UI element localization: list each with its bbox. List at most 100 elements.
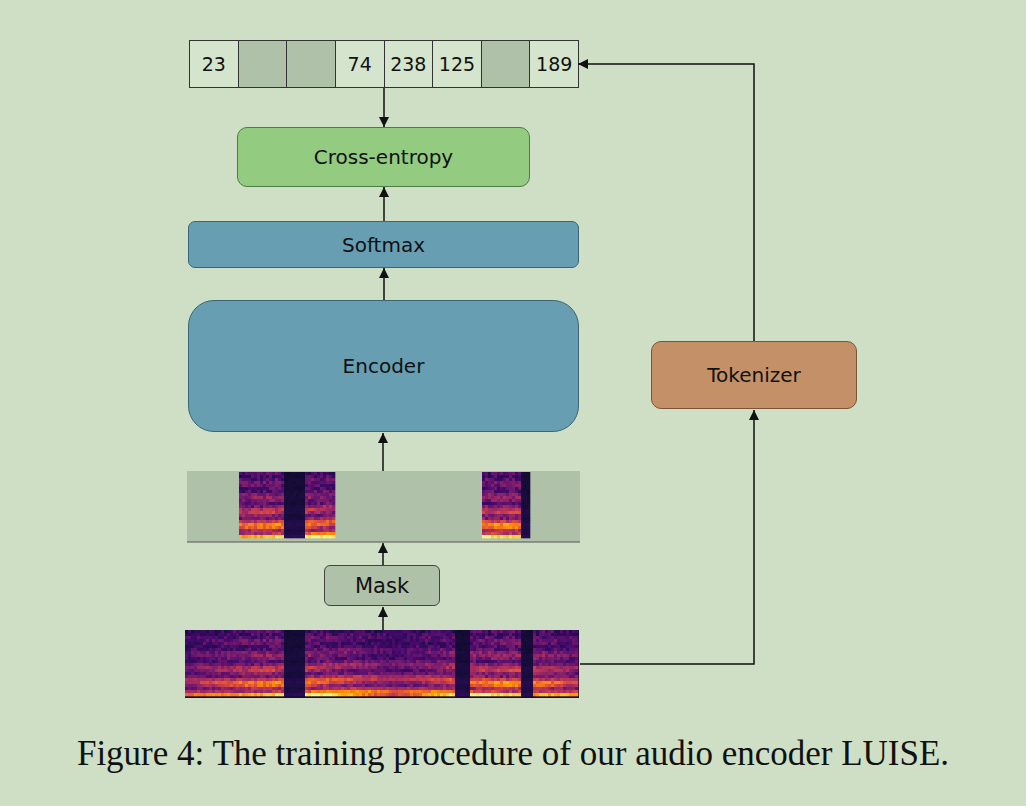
spectrogram-pixel (212, 675, 215, 678)
spectrogram-pixel (365, 651, 368, 654)
spectrogram-pixel (275, 660, 278, 663)
spectrogram-pixel (263, 693, 266, 696)
spectrogram-pixel (278, 636, 281, 639)
spectrogram-pixel (278, 684, 281, 687)
spectrogram-pixel (239, 678, 242, 681)
spectrogram-pixel (446, 675, 449, 678)
spectrogram-pixel (215, 642, 218, 645)
spectrogram-pixel (221, 633, 224, 636)
spectrogram-pixel (206, 672, 209, 675)
spectrogram-pixel (395, 657, 398, 660)
spectrogram-pixel (365, 636, 368, 639)
spectrogram-pixel (374, 693, 377, 696)
spectrogram-pixel (332, 648, 335, 651)
spectrogram-pixel (425, 669, 428, 672)
spectrogram-pixel (200, 630, 203, 633)
spectrogram-pixel (206, 642, 209, 645)
spectrogram-pixel (416, 654, 419, 657)
spectrogram-pixel (242, 660, 245, 663)
spectrogram-pixel (188, 630, 191, 633)
spectrogram-pixel (269, 633, 272, 636)
spectrogram-pixel (347, 678, 350, 681)
spectrogram-pixel (449, 645, 452, 648)
spectrogram-pixel (398, 663, 401, 666)
spectrogram-pixel (449, 681, 452, 684)
spectrogram-pixel (419, 663, 422, 666)
spectrogram-pixel (356, 642, 359, 645)
spectrogram-pixel (326, 672, 329, 675)
spectrogram-pixel (338, 630, 341, 633)
spectrogram-pixel (431, 657, 434, 660)
spectrogram-pixel (233, 654, 236, 657)
spectrogram-pixel (338, 684, 341, 687)
spectrogram-pixel (380, 633, 383, 636)
spectrogram-pixel (281, 687, 284, 690)
spectrogram-pixel (308, 672, 311, 675)
spectrogram-pixel (197, 678, 200, 681)
spectrogram-pixel (188, 645, 191, 648)
spectrogram-pixel (227, 654, 230, 657)
spectrogram-pixel (281, 630, 284, 633)
spectrogram-pixel (413, 693, 416, 696)
spectrogram-pixel (341, 687, 344, 690)
spectrogram-pixel (320, 678, 323, 681)
spectrogram-pixel (416, 681, 419, 684)
spectrogram-pixel (425, 654, 428, 657)
spectrogram-pixel (299, 672, 302, 675)
spectrogram-pixel (275, 651, 278, 654)
spectrogram-pixel (212, 657, 215, 660)
spectrogram-pixel (398, 687, 401, 690)
spectrogram-pixel (212, 678, 215, 681)
spectrogram-pixel (188, 684, 191, 687)
spectrogram-pixel (257, 678, 260, 681)
spectrogram-pixel (329, 651, 332, 654)
spectrogram-pixel (305, 648, 308, 651)
spectrogram-pixel (305, 681, 308, 684)
spectrogram-pixel (236, 693, 239, 696)
spectrogram-pixel (215, 645, 218, 648)
spectrogram-pixel (308, 690, 311, 693)
spectrogram-pixel (215, 675, 218, 678)
spectrogram-pixel (194, 693, 197, 696)
spectrogram-pixel (410, 669, 413, 672)
spectrogram-pixel (395, 645, 398, 648)
spectrogram-pixel (299, 639, 302, 642)
spectrogram-pixel (296, 639, 299, 642)
spectrogram-pixel (188, 690, 191, 693)
spectrogram-pixel (392, 633, 395, 636)
spectrogram-pixel (329, 642, 332, 645)
spectrogram-pixel (308, 636, 311, 639)
spectrogram-pixel (392, 669, 395, 672)
spectrogram-pixel (398, 633, 401, 636)
spectrogram-pixel (269, 675, 272, 678)
spectrogram-pixel (272, 657, 275, 660)
spectrogram-pixel (443, 654, 446, 657)
spectrogram-pixel (452, 687, 455, 690)
spectrogram-pixel (305, 651, 308, 654)
spectrogram-pixel (287, 678, 290, 681)
spectrogram-pixel (296, 672, 299, 675)
spectrogram-pixel (350, 687, 353, 690)
spectrogram-pixel (239, 666, 242, 669)
spectrogram-pixel (398, 648, 401, 651)
spectrogram-pixel (278, 642, 281, 645)
spectrogram-pixel (380, 639, 383, 642)
spectrogram-pixel (209, 669, 212, 672)
spectrogram-pixel (452, 654, 455, 657)
spectrogram-pixel (323, 660, 326, 663)
spectrogram-pixel (284, 660, 287, 663)
spectrogram-pixel (431, 642, 434, 645)
spectrogram-pixel (374, 630, 377, 633)
spectrogram-pixel (392, 687, 395, 690)
spectrogram-pixel (440, 636, 443, 639)
spectrogram-pixel (338, 642, 341, 645)
spectrogram-pixel (341, 666, 344, 669)
spectrogram-pixel (359, 672, 362, 675)
spectrogram-pixel (365, 681, 368, 684)
spectrogram-pixel (398, 642, 401, 645)
spectrogram-pixel (353, 636, 356, 639)
spectrogram-pixel (191, 666, 194, 669)
spectrogram-pixel (338, 666, 341, 669)
spectrogram-pixel (371, 660, 374, 663)
spectrogram-pixel (278, 666, 281, 669)
